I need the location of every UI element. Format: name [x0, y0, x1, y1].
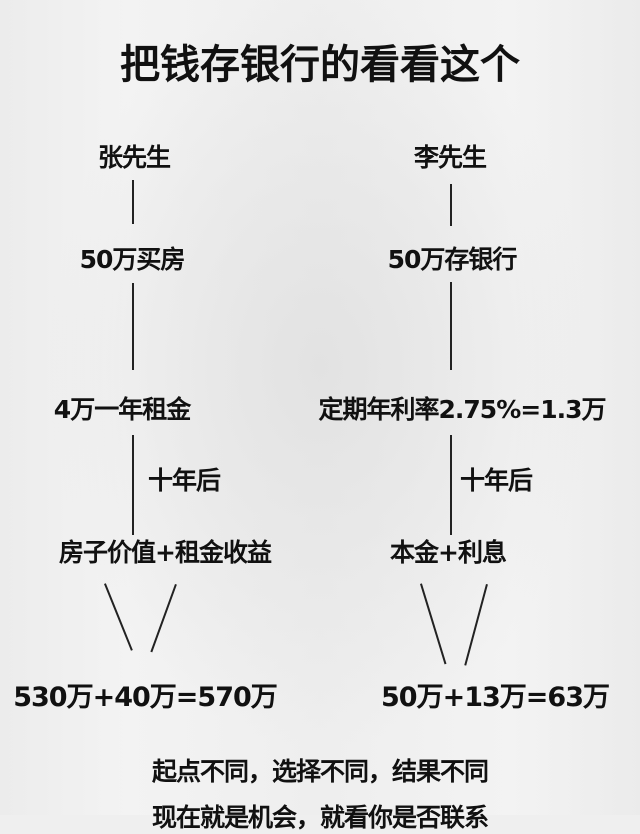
page-title: 把钱存银行的看看这个 — [120, 42, 520, 88]
left-connector-1 — [132, 180, 134, 224]
right-person-label: 李先生 — [413, 143, 487, 172]
right-duration-label: 十年后 — [460, 466, 533, 495]
right-connector-1 — [450, 184, 452, 226]
right-step1-label: 50万存银行 — [387, 245, 518, 274]
right-step3-label: 本金+利息 — [390, 538, 507, 567]
left-person-label: 张先生 — [97, 143, 171, 172]
right-connector-3 — [450, 435, 452, 535]
right-connector-2 — [450, 282, 452, 370]
right-result-label: 50万+13万=63万 — [381, 682, 610, 713]
footer-line-1: 起点不同，选择不同，结果不同 — [151, 757, 489, 786]
left-duration-label: 十年后 — [148, 466, 221, 495]
left-step1-label: 50万买房 — [79, 245, 186, 274]
background — [0, 0, 640, 815]
left-step2-label: 4万一年租金 — [53, 395, 191, 424]
footer-line-2: 现在就是机会，就看你是否联系 — [151, 803, 489, 832]
left-step3-label: 房子价值+租金收益 — [59, 538, 272, 567]
left-connector-2 — [132, 283, 134, 370]
left-result-label: 530万+40万=570万 — [13, 682, 278, 713]
left-connector-3 — [132, 435, 134, 535]
right-step2-label: 定期年利率2.75%=1.3万 — [318, 395, 607, 424]
